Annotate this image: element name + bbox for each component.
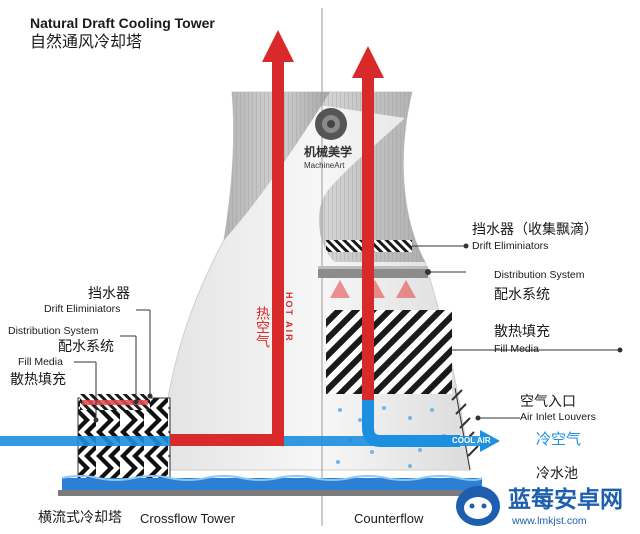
hot-air-label-zh: 热空气 <box>255 306 271 348</box>
left-fill-en: Fill Media <box>18 356 63 368</box>
fill-media-block <box>326 310 452 394</box>
tower-grey-texture <box>232 92 425 262</box>
fill-media-en: Fill Media <box>494 343 539 355</box>
hot-air-path-left <box>170 58 284 446</box>
left-distribution-zh: 配水系统 <box>58 338 114 354</box>
crossflow-distribution-water <box>82 400 148 405</box>
crossflow-zh: 横流式冷却塔 <box>38 509 122 525</box>
air-inlet-zh: 空气入口 <box>520 393 576 409</box>
logo-zh: 机械美学 <box>304 145 353 159</box>
cold-water-basin <box>62 478 482 490</box>
drift-eliminator-zh: 挡水器（收集飘滴） <box>472 221 598 237</box>
distribution-system-zh: 配水系统 <box>494 286 550 302</box>
hot-air-label-en: HOT AIR <box>284 292 294 343</box>
right-leader-lines <box>412 243 623 421</box>
fill-media-zh: 散热填充 <box>494 323 550 339</box>
air-inlet-en: Air Inlet Louvers <box>520 411 596 423</box>
cool-air-path-right <box>362 400 460 447</box>
hot-air-arrowhead-left <box>262 30 294 62</box>
left-drift-zh: 挡水器 <box>88 285 130 301</box>
left-drift-en: Drift Eliminiators <box>44 303 121 315</box>
title-en: Natural Draft Cooling Tower <box>30 15 215 31</box>
distribution-system-en: Distribution System <box>494 269 585 281</box>
left-leader-lines <box>74 309 153 423</box>
crossflow-en: Crossflow Tower <box>140 511 236 526</box>
left-fill-zh: 散热填充 <box>10 371 66 387</box>
cool-air-en: COOL AIR <box>452 436 491 445</box>
hot-air-arrowhead-right <box>352 46 384 78</box>
watermark-url: www.lmkjst.com <box>512 515 587 527</box>
basin-floor <box>58 490 486 496</box>
counterflow-en: Counterflow <box>354 511 424 526</box>
left-distribution-en: Distribution System <box>8 325 99 337</box>
title-zh: 自然通风冷却塔 <box>30 34 143 51</box>
machineart-logo <box>315 108 347 140</box>
hot-air-path-right <box>362 160 374 400</box>
logo-en: MachineArt <box>304 161 345 170</box>
cool-air-arrowhead <box>480 430 500 452</box>
cool-air-zh: 冷空气 <box>536 431 582 448</box>
watermark-logo <box>456 486 500 526</box>
drift-eliminator-en: Drift Eliminiators <box>472 240 549 252</box>
watermark-title: 蓝莓安卓网 <box>508 486 623 512</box>
cold-basin-zh: 冷水池 <box>536 465 578 481</box>
